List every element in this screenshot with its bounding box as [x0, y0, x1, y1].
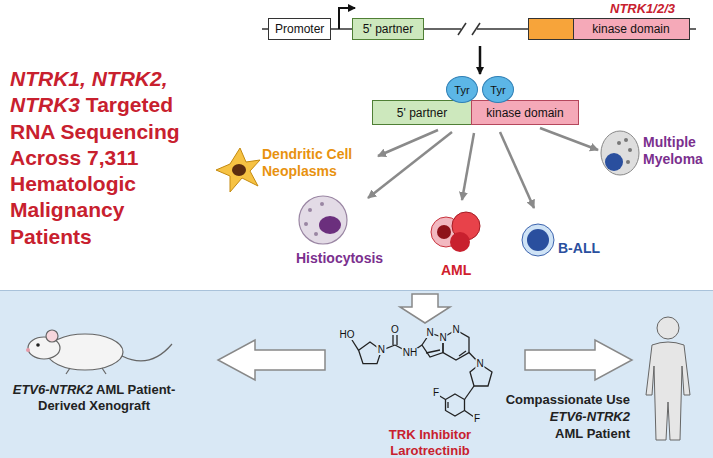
atom-label: N [451, 325, 460, 335]
fusion-arrow [479, 46, 482, 74]
node-text: kinase domain [592, 22, 669, 36]
disease-label: Histiocytosis [296, 250, 383, 266]
atom-label: HO [339, 330, 356, 340]
title-block: NTRK1, NTRK2, NTRK3 Targeted RNA Sequenc… [10, 66, 210, 250]
gene-fusion: ETV6-NTRK2 [13, 382, 93, 397]
title-text: Targeted RNA Sequencing Across 7,311 Hem… [10, 93, 180, 247]
kinase-gene-box: kinase domain [528, 18, 690, 40]
atom-label: F [432, 388, 440, 398]
b-all-cell [522, 224, 554, 256]
larotrectinib-structure [352, 330, 492, 417]
tyr-oval: Tyr [446, 76, 478, 103]
disease-label: AML [441, 262, 471, 278]
aml-cells [431, 212, 480, 252]
fusion-kinase-box: kinase domain [471, 100, 579, 125]
disease-label: Dendritic Cell Neoplasms [262, 146, 374, 180]
xenograft-text: ETV6-NTRK2 AML Patient-Derived Xenograft [8, 382, 180, 415]
atom-label: N [377, 345, 386, 355]
promoter-box: Promoter [268, 18, 331, 40]
myeloma-cell [601, 131, 639, 175]
atom-label: NH [402, 348, 418, 358]
atom-label: N [438, 333, 447, 343]
drug-label: TRK Inhibitor Larotrectinib [375, 427, 485, 458]
node-text: Tyr [454, 84, 469, 96]
disease-label: Multiple Myeloma [643, 134, 709, 168]
atom-label: F [473, 414, 481, 424]
atom-label: N [425, 328, 434, 338]
node-text: Promoter [275, 22, 324, 36]
gene-fusion: ETV6-NTRK2 [468, 409, 630, 426]
tyr-oval: Tyr [482, 76, 514, 103]
disease-arrows [368, 128, 598, 208]
partner-box: 5' partner [352, 18, 424, 40]
gene-label: NTRK1/2/3 [610, 1, 675, 16]
node-text: 5' partner [363, 22, 413, 36]
disease-label: B-ALL [558, 240, 600, 256]
atom-label: O [390, 325, 400, 335]
dendritic-cell [216, 148, 260, 192]
mouse-illustration [26, 330, 172, 374]
patient-line: AML Patient [468, 426, 630, 443]
atom-label: N [475, 359, 484, 369]
node-text: Tyr [490, 84, 505, 96]
histiocyte [299, 196, 347, 244]
human-figure [646, 317, 690, 440]
hollow-arrows [218, 294, 632, 380]
patient-text: Compassionate UseETV6-NTRK2AML Patient [468, 392, 630, 443]
node-text: kinase domain [486, 106, 563, 120]
node-text: 5' partner [397, 106, 447, 120]
fusion-partner-box: 5' partner [372, 100, 472, 125]
patient-line: Compassionate Use [468, 392, 630, 409]
